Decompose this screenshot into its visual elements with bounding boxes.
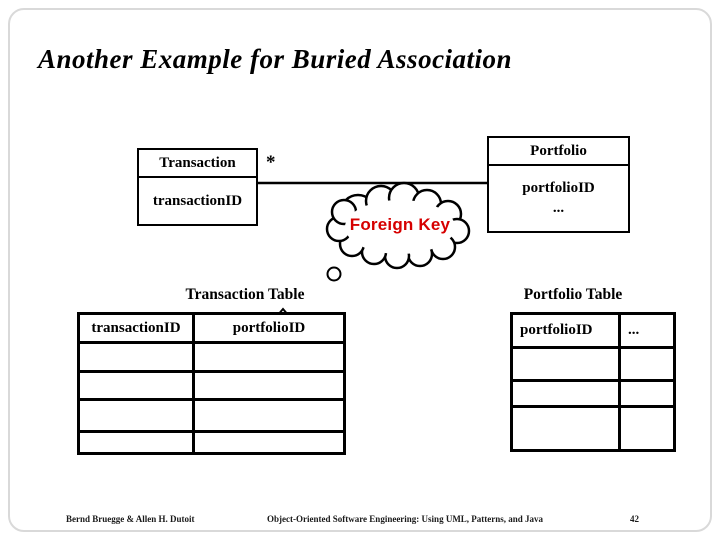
table-row — [77, 341, 346, 373]
transaction-table-label: Transaction Table — [185, 286, 305, 303]
transaction-table: transactionID portfolioID — [77, 312, 346, 455]
portfolio-table: portfolioID ... — [510, 312, 676, 452]
table-row — [510, 379, 676, 408]
empty-cell — [77, 398, 195, 433]
table-row — [77, 370, 346, 401]
footer-authors: Bernd Bruegge & Allen H. Dutoit — [66, 514, 195, 524]
cloud-trail-circle — [326, 266, 342, 282]
empty-cell — [192, 341, 346, 373]
column-header: transactionID — [77, 312, 195, 344]
portfolio-class-box: Portfolio portfolioID ... — [487, 136, 630, 233]
empty-cell — [192, 430, 346, 455]
empty-cell — [77, 341, 195, 373]
transaction-class-name: Transaction — [139, 150, 256, 178]
portfolio-class-name: Portfolio — [489, 138, 628, 166]
table-row — [510, 405, 676, 452]
column-header: ... — [618, 312, 676, 349]
portfolio-class-attribute-ellipsis: ... — [552, 200, 565, 216]
portfolio-class-attribute: portfolioID — [522, 180, 595, 196]
table-row — [77, 398, 346, 433]
foreign-key-annotation: Foreign Key — [349, 215, 451, 234]
footer-page-number: 42 — [630, 514, 639, 524]
thought-cloud — [325, 181, 471, 270]
portfolio-table-label: Portfolio Table — [523, 286, 623, 303]
association-multiplicity: * — [266, 152, 276, 173]
empty-cell — [77, 370, 195, 401]
table-header-row: transactionID portfolioID — [77, 312, 346, 344]
slide-title: Another Example for Buried Association — [38, 44, 513, 74]
empty-cell — [618, 379, 676, 408]
table-header-row: portfolioID ... — [510, 312, 676, 349]
empty-cell — [77, 430, 195, 455]
transaction-class-attribute: transactionID — [152, 192, 243, 209]
transaction-class-box: Transaction transactionID — [137, 148, 258, 226]
empty-cell — [618, 405, 676, 452]
empty-cell — [510, 346, 621, 382]
empty-cell — [510, 379, 621, 408]
empty-cell — [618, 346, 676, 382]
empty-cell — [510, 405, 621, 452]
table-row — [77, 430, 346, 455]
empty-cell — [192, 370, 346, 401]
column-header: portfolioID — [192, 312, 346, 344]
empty-cell — [192, 398, 346, 433]
table-row — [510, 346, 676, 382]
footer-book-title: Object-Oriented Software Engineering: Us… — [267, 514, 544, 524]
column-header: portfolioID — [510, 312, 621, 349]
